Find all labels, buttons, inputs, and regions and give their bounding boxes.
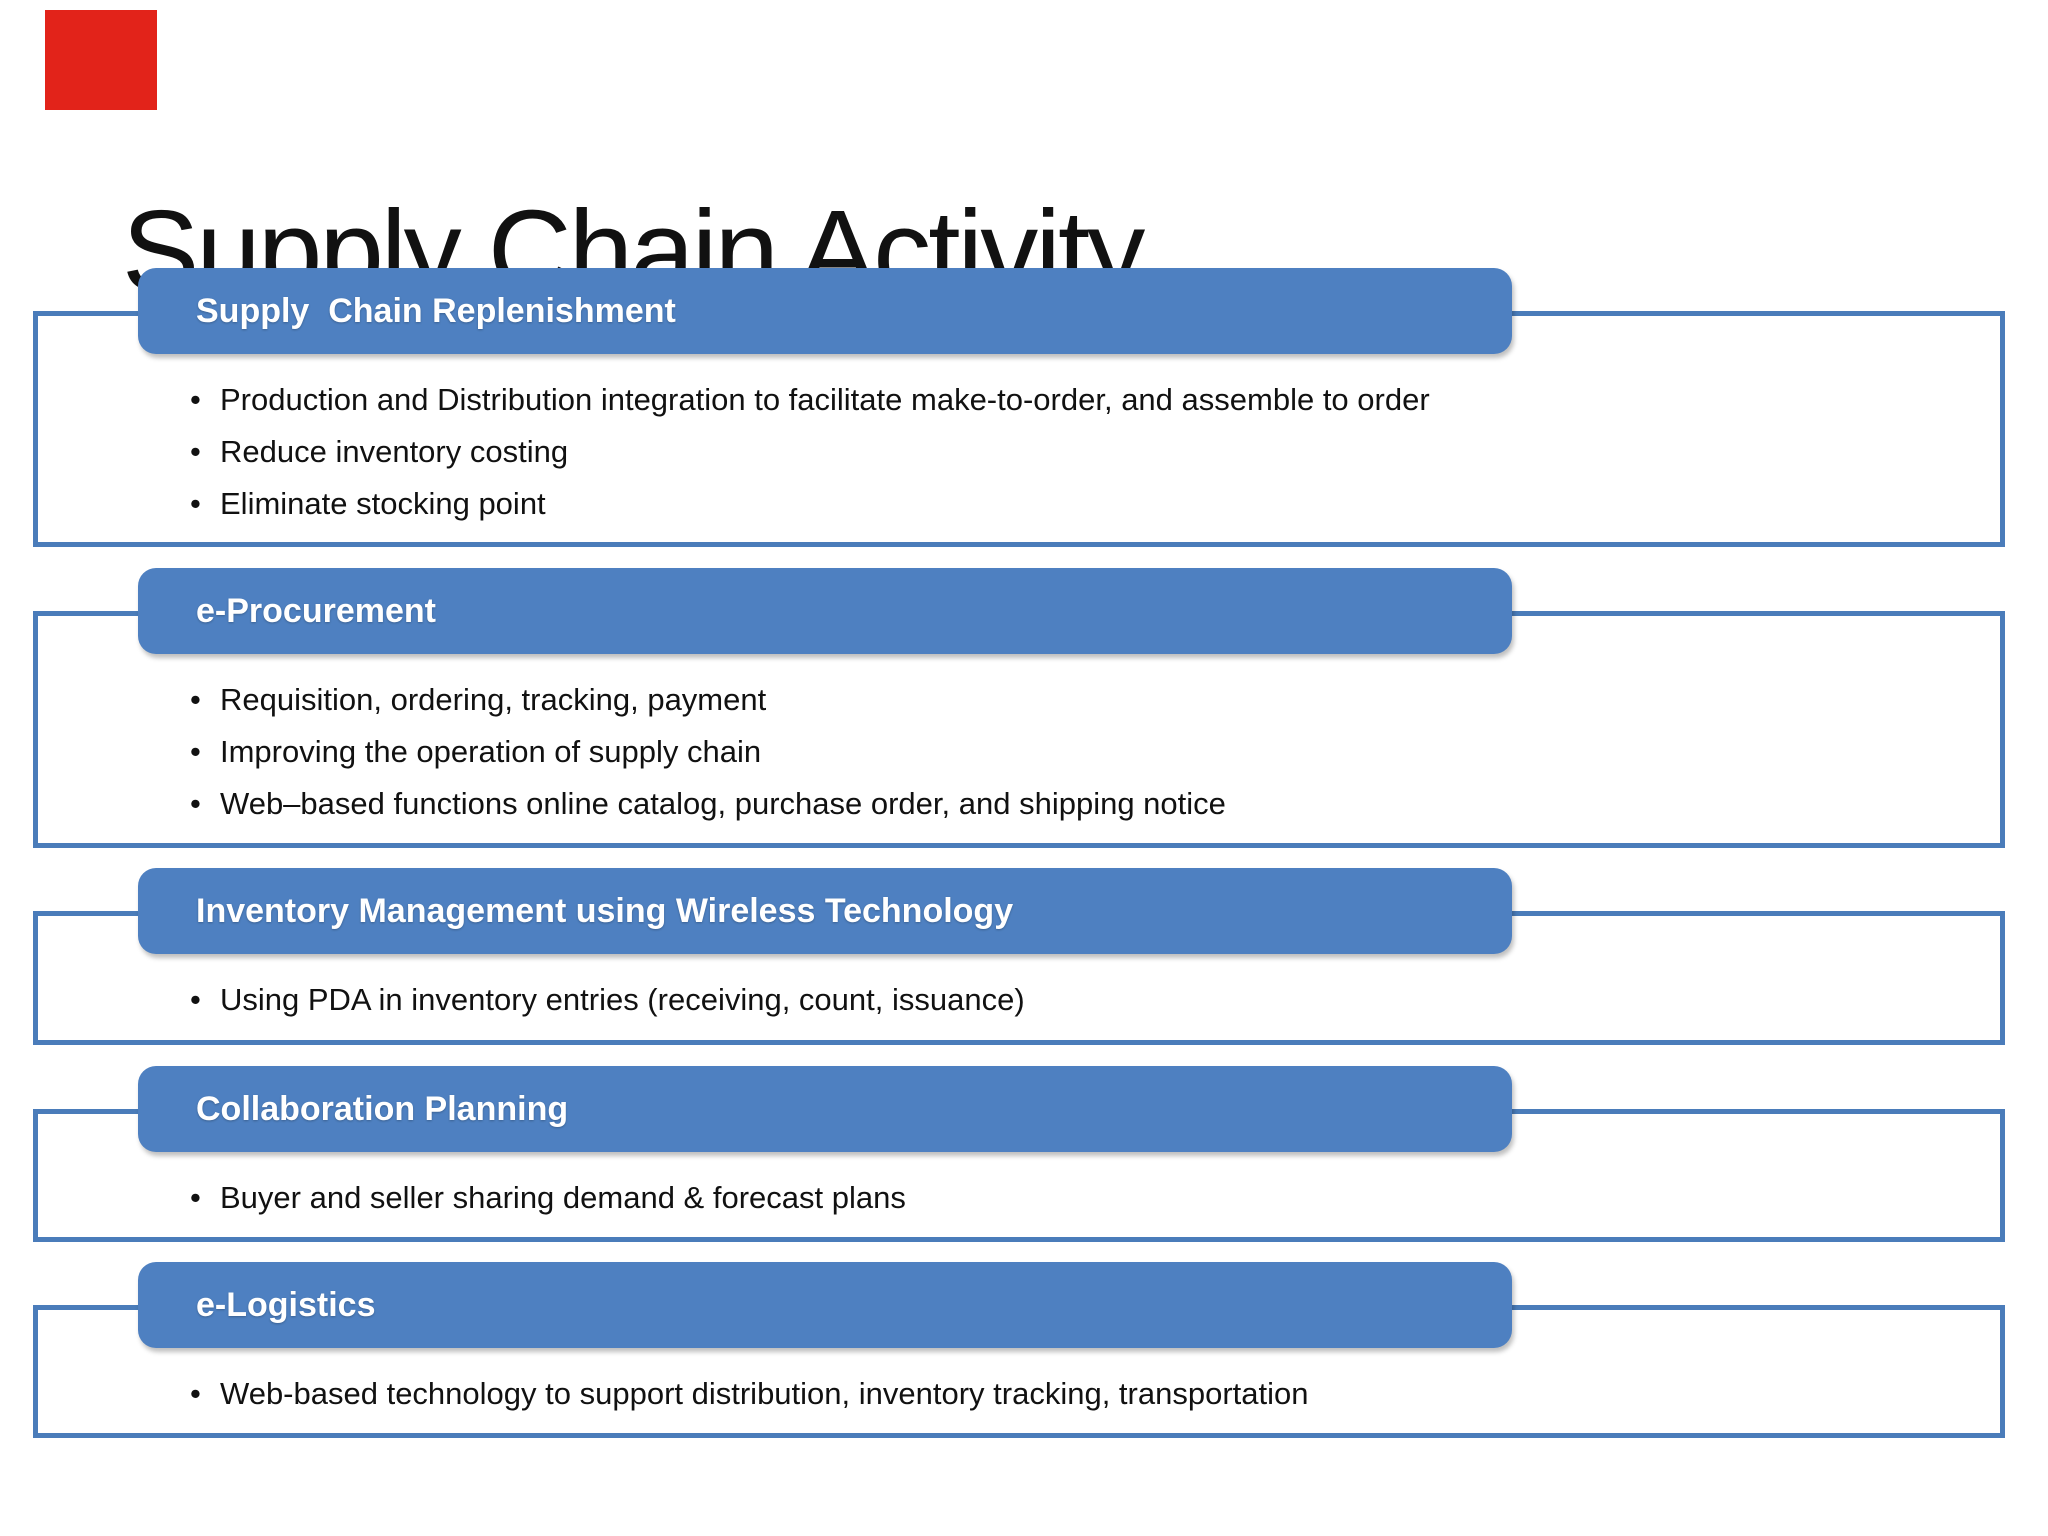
section-header-label: Supply Chain Replenishment (196, 291, 676, 330)
section-inventory-management: Inventory Management using Wireless Tech… (0, 868, 2048, 1045)
bullet-marker: • (190, 734, 201, 769)
bullet-list: • Buyer and seller sharing demand & fore… (190, 1172, 1968, 1224)
section-header-label: e-Procurement (196, 591, 436, 630)
bullet-marker: • (190, 486, 201, 521)
section-header-inventory-management: Inventory Management using Wireless Tech… (138, 868, 1512, 954)
bullet-list: • Web-based technology to support distri… (190, 1368, 1968, 1420)
section-header-e-logistics: e-Logistics (138, 1262, 1512, 1348)
bullet-text: Requisition, ordering, tracking, payment (220, 682, 767, 717)
bullet-text: Web-based technology to support distribu… (220, 1376, 1309, 1411)
red-marker (45, 10, 157, 110)
bullet-marker: • (190, 382, 201, 417)
bullet-item: • Web-based technology to support distri… (190, 1368, 1968, 1420)
bullet-marker: • (190, 786, 201, 821)
section-e-logistics: e-Logistics • Web-based technology to su… (0, 1262, 2048, 1438)
bullet-item: • Improving the operation of supply chai… (190, 726, 1968, 778)
section-header-collaboration-planning: Collaboration Planning (138, 1066, 1512, 1152)
section-header-label: e-Logistics (196, 1285, 376, 1324)
bullet-item: • Requisition, ordering, tracking, payme… (190, 674, 1968, 726)
bullet-item: • Reduce inventory costing (190, 426, 1968, 478)
bullet-marker: • (190, 1376, 201, 1411)
bullet-item: • Eliminate stocking point (190, 478, 1968, 530)
section-header-supply-chain-replenishment: Supply Chain Replenishment (138, 268, 1512, 354)
section-supply-chain-replenishment: Supply Chain Replenishment • Production … (0, 268, 2048, 547)
section-e-procurement: e-Procurement • Requisition, ordering, t… (0, 568, 2048, 848)
bullet-text: Improving the operation of supply chain (220, 734, 762, 769)
bullet-marker: • (190, 434, 201, 469)
section-header-label: Collaboration Planning (196, 1089, 569, 1128)
bullet-list: • Production and Distribution integratio… (190, 374, 1968, 530)
bullet-item: • Buyer and seller sharing demand & fore… (190, 1172, 1968, 1224)
bullet-list: • Requisition, ordering, tracking, payme… (190, 674, 1968, 830)
section-header-e-procurement: e-Procurement (138, 568, 1512, 654)
bullet-text: Reduce inventory costing (220, 434, 569, 469)
bullet-marker: • (190, 982, 201, 1017)
bullet-item: • Production and Distribution integratio… (190, 374, 1968, 426)
section-collaboration-planning: Collaboration Planning • Buyer and selle… (0, 1066, 2048, 1242)
bullet-text: Using PDA in inventory entries (receivin… (220, 982, 1025, 1017)
bullet-marker: • (190, 682, 201, 717)
bullet-item: • Using PDA in inventory entries (receiv… (190, 974, 1968, 1026)
bullet-item: • Web–based functions online catalog, pu… (190, 778, 1968, 830)
section-header-label: Inventory Management using Wireless Tech… (196, 891, 1014, 930)
bullet-list: • Using PDA in inventory entries (receiv… (190, 974, 1968, 1026)
bullet-text: Production and Distribution integration … (220, 382, 1430, 417)
bullet-marker: • (190, 1180, 201, 1215)
bullet-text: Eliminate stocking point (220, 486, 546, 521)
bullet-text: Web–based functions online catalog, purc… (220, 786, 1226, 821)
bullet-text: Buyer and seller sharing demand & foreca… (220, 1180, 906, 1215)
